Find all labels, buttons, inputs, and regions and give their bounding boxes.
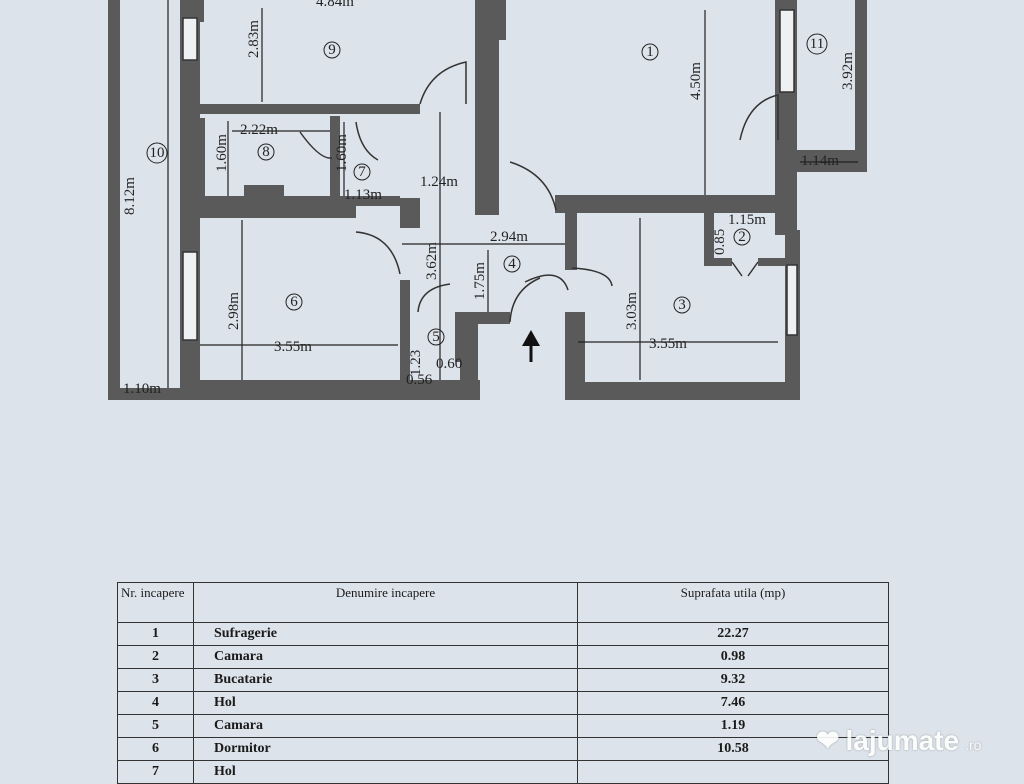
svg-text:7: 7 bbox=[358, 164, 366, 180]
svg-text:3.62m: 3.62m bbox=[424, 242, 440, 280]
header-room-number: Nr. incapere bbox=[117, 582, 194, 623]
dimension-lines bbox=[167, 0, 858, 388]
table-row: 5 Camara 1.19 bbox=[117, 714, 889, 738]
area-table: Nr. incapere Denumire incapere Suprafata… bbox=[117, 582, 889, 784]
watermark-tld: .ro bbox=[965, 736, 982, 753]
entrance-arrow-icon bbox=[522, 330, 540, 362]
table-row: 2 Camara 0.98 bbox=[117, 645, 889, 669]
svg-text:1.15m: 1.15m bbox=[728, 212, 766, 228]
dimension-labels: 4.84m 2.83m 4.50m 3.92m 8.12m 2.22m 1.60… bbox=[122, 0, 856, 397]
cell-room-number: 6 bbox=[117, 737, 194, 761]
room-number-11: 11 bbox=[806, 33, 828, 55]
room-number-labels: 1 2 3 4 5 6 7 8 9 10 11 bbox=[146, 33, 828, 346]
svg-text:1.14m: 1.14m bbox=[801, 153, 839, 169]
cell-room-name: Camara bbox=[193, 714, 578, 738]
svg-text:1: 1 bbox=[646, 44, 654, 60]
cell-room-number: 5 bbox=[117, 714, 194, 738]
doors bbox=[299, 61, 779, 323]
svg-text:8.12m: 8.12m bbox=[122, 177, 138, 215]
svg-text:3.92m: 3.92m bbox=[840, 52, 856, 90]
svg-text:6: 6 bbox=[290, 294, 298, 310]
svg-text:3.03m: 3.03m bbox=[624, 292, 640, 330]
room-number-4: 4 bbox=[503, 255, 521, 273]
svg-text:1.75m: 1.75m bbox=[472, 262, 488, 300]
room-number-9: 9 bbox=[323, 41, 341, 59]
svg-text:3: 3 bbox=[678, 297, 686, 313]
walls bbox=[108, 0, 867, 400]
cell-room-name: Camara bbox=[193, 645, 578, 669]
cell-room-name: Sufragerie bbox=[193, 622, 578, 646]
room-number-5: 5 bbox=[427, 328, 445, 346]
cell-room-number: 4 bbox=[117, 691, 194, 715]
svg-text:1.23: 1.23 bbox=[408, 350, 424, 376]
svg-text:0.60: 0.60 bbox=[436, 356, 462, 372]
cell-room-name: Bucatarie bbox=[193, 668, 578, 692]
cell-room-number: 1 bbox=[117, 622, 194, 646]
header-area: Suprafata utila (mp) bbox=[577, 582, 889, 623]
cell-room-name: Hol bbox=[193, 691, 578, 715]
table-row: 4 Hol 7.46 bbox=[117, 691, 889, 715]
cell-area: 9.32 bbox=[577, 668, 889, 692]
svg-text:0.56: 0.56 bbox=[406, 372, 433, 388]
table-row: 7 Hol bbox=[117, 760, 889, 784]
area-table-container: Nr. incapere Denumire incapere Suprafata… bbox=[117, 582, 889, 784]
cell-room-number: 3 bbox=[117, 668, 194, 692]
svg-text:1.13m: 1.13m bbox=[344, 187, 382, 203]
svg-text:4: 4 bbox=[508, 256, 516, 272]
svg-text:5: 5 bbox=[432, 329, 440, 345]
svg-text:2.94m: 2.94m bbox=[490, 229, 528, 245]
svg-text:1.24m: 1.24m bbox=[420, 174, 458, 190]
room-number-1: 1 bbox=[641, 43, 659, 61]
cell-area: 7.46 bbox=[577, 691, 889, 715]
table-header-row: Nr. incapere Denumire incapere Suprafata… bbox=[117, 582, 889, 623]
room-number-7: 7 bbox=[353, 163, 371, 181]
table-row: 6 Dormitor 10.58 bbox=[117, 737, 889, 761]
svg-text:3.55m: 3.55m bbox=[649, 336, 687, 352]
cell-area: 0.98 bbox=[577, 645, 889, 669]
svg-text:2.98m: 2.98m bbox=[226, 292, 242, 330]
svg-text:1.60m: 1.60m bbox=[334, 134, 350, 172]
cell-room-name: Dormitor bbox=[193, 737, 578, 761]
table-row: 3 Bucatarie 9.32 bbox=[117, 668, 889, 692]
header-room-name: Denumire incapere bbox=[193, 582, 578, 623]
room-number-3: 3 bbox=[673, 296, 691, 314]
floor-plan: 1 2 3 4 5 6 7 8 9 10 11 4.84m 2.83m 4.50… bbox=[108, 0, 867, 400]
svg-text:8: 8 bbox=[262, 144, 270, 160]
windows bbox=[182, 9, 798, 341]
svg-text:2.83m: 2.83m bbox=[246, 20, 262, 58]
cell-area bbox=[577, 760, 889, 784]
table-row: 1 Sufragerie 22.27 bbox=[117, 622, 889, 646]
room-number-6: 6 bbox=[285, 293, 303, 311]
svg-text:3.55m: 3.55m bbox=[274, 339, 312, 355]
cell-room-number: 7 bbox=[117, 760, 194, 784]
svg-text:4.84m: 4.84m bbox=[316, 0, 354, 10]
watermark-name: lajumate bbox=[845, 724, 960, 756]
svg-text:1.60m: 1.60m bbox=[214, 134, 230, 172]
svg-text:11: 11 bbox=[810, 36, 824, 52]
svg-text:1.10m: 1.10m bbox=[123, 381, 161, 397]
svg-text:0.85: 0.85 bbox=[712, 229, 728, 255]
cell-room-number: 2 bbox=[117, 645, 194, 669]
room-number-10: 10 bbox=[146, 142, 168, 164]
svg-text:4.50m: 4.50m bbox=[688, 62, 704, 100]
room-number-2: 2 bbox=[733, 228, 751, 246]
svg-text:9: 9 bbox=[328, 42, 336, 58]
svg-text:2: 2 bbox=[738, 229, 746, 245]
cell-room-name: Hol bbox=[193, 760, 578, 784]
watermark-logo: ❤ lajumate .ro bbox=[816, 724, 981, 757]
cell-area: 22.27 bbox=[577, 622, 889, 646]
heart-logo-icon: ❤ bbox=[816, 725, 840, 756]
room-number-8: 8 bbox=[257, 143, 275, 161]
svg-text:2.22m: 2.22m bbox=[240, 122, 278, 138]
svg-text:10: 10 bbox=[150, 145, 165, 161]
